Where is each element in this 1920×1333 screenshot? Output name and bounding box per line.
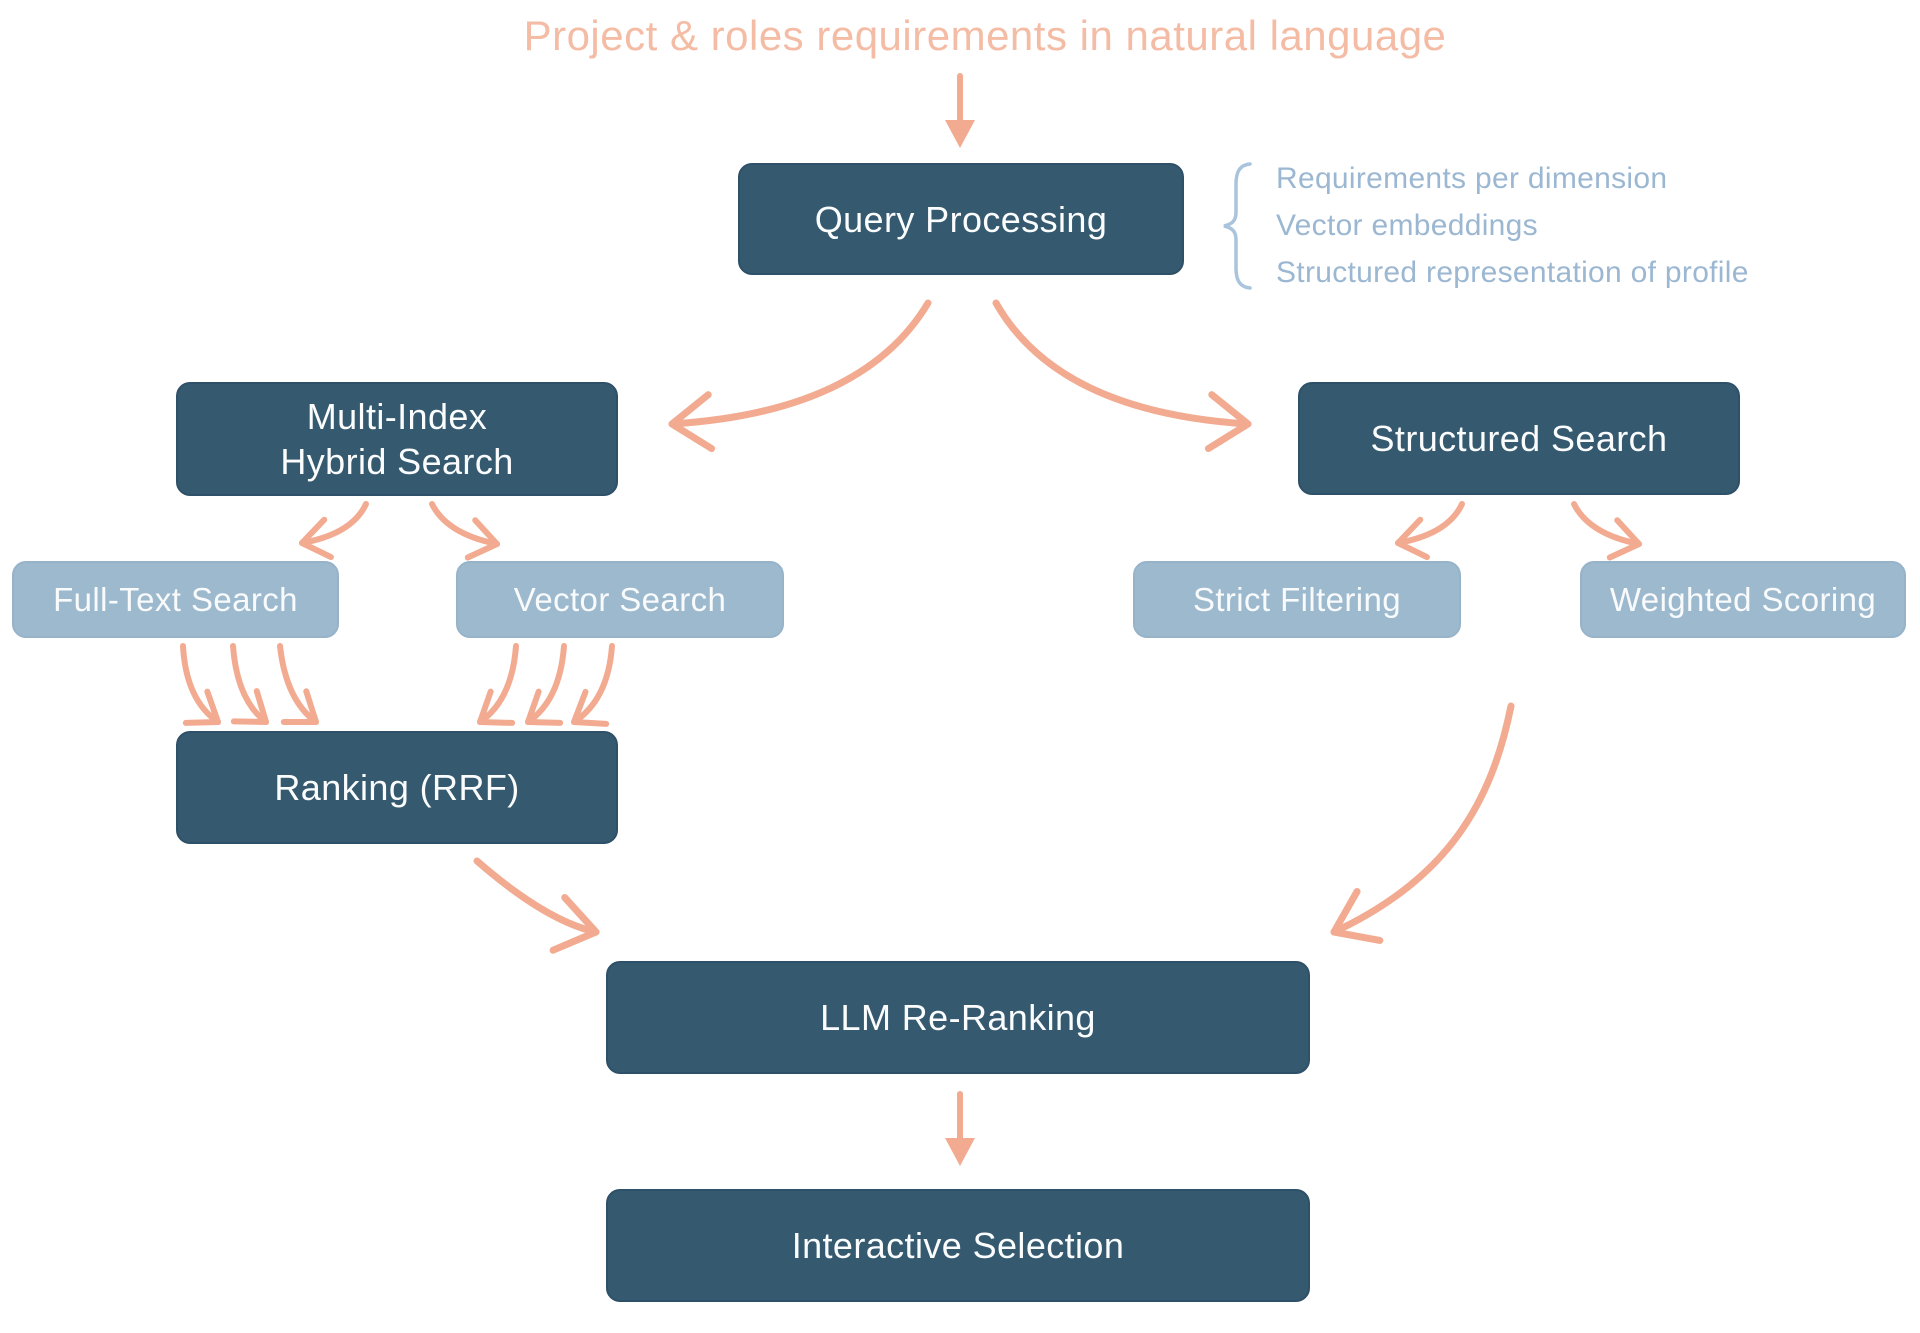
diagram-title: Project & roles requirements in natural … [523, 12, 1447, 59]
node-ranking-rrf: Ranking (RRF) [176, 731, 618, 844]
arrow-fulltext-to-ranking-1 [180, 643, 221, 726]
arrow-vector-to-ranking-1 [476, 643, 519, 726]
node-query-processing: Query Processing [738, 163, 1184, 275]
annotation-line: Structured representation of profile [1276, 256, 1749, 289]
arrow-fulltext-to-ranking-3 [277, 643, 319, 725]
node-vector-search: Vector Search [456, 561, 784, 638]
node-full-text-search: Full-Text Search [12, 561, 339, 638]
arrow-structured-to-weighted [1571, 501, 1642, 561]
arrow-weighted-to-llm [1330, 702, 1515, 944]
node-llm-re-ranking: LLM Re-Ranking [606, 961, 1310, 1074]
node-interactive-selection: Interactive Selection [606, 1189, 1310, 1302]
node-strict-filtering: Strict Filtering [1133, 561, 1461, 638]
arrow-query-to-multi-index [668, 299, 932, 453]
brace-icon [1223, 161, 1252, 290]
arrow-multi-to-fulltext [299, 501, 369, 561]
arrow-query-to-structured [992, 299, 1252, 453]
arrow-ranking-to-llm [473, 857, 600, 954]
arrow-vector-to-ranking-2 [525, 643, 567, 726]
arrow-structured-to-strict [1395, 501, 1465, 561]
arrow-fulltext-to-ranking-2 [230, 643, 269, 725]
annotation-line: Requirements per dimension [1276, 162, 1668, 195]
annotation-line: Vector embeddings [1276, 209, 1538, 242]
query-processing-annotation: Requirements per dimension Vector embedd… [1216, 155, 1749, 296]
node-structured-search: Structured Search [1298, 382, 1740, 495]
node-multi-index-hybrid-search: Multi-Index Hybrid Search [176, 382, 618, 496]
annotation-lines: Requirements per dimension Vector embedd… [1276, 155, 1749, 296]
arrow-multi-to-vector [429, 501, 500, 561]
node-weighted-scoring: Weighted Scoring [1580, 561, 1906, 638]
arrow-vector-to-ranking-3 [571, 643, 615, 727]
